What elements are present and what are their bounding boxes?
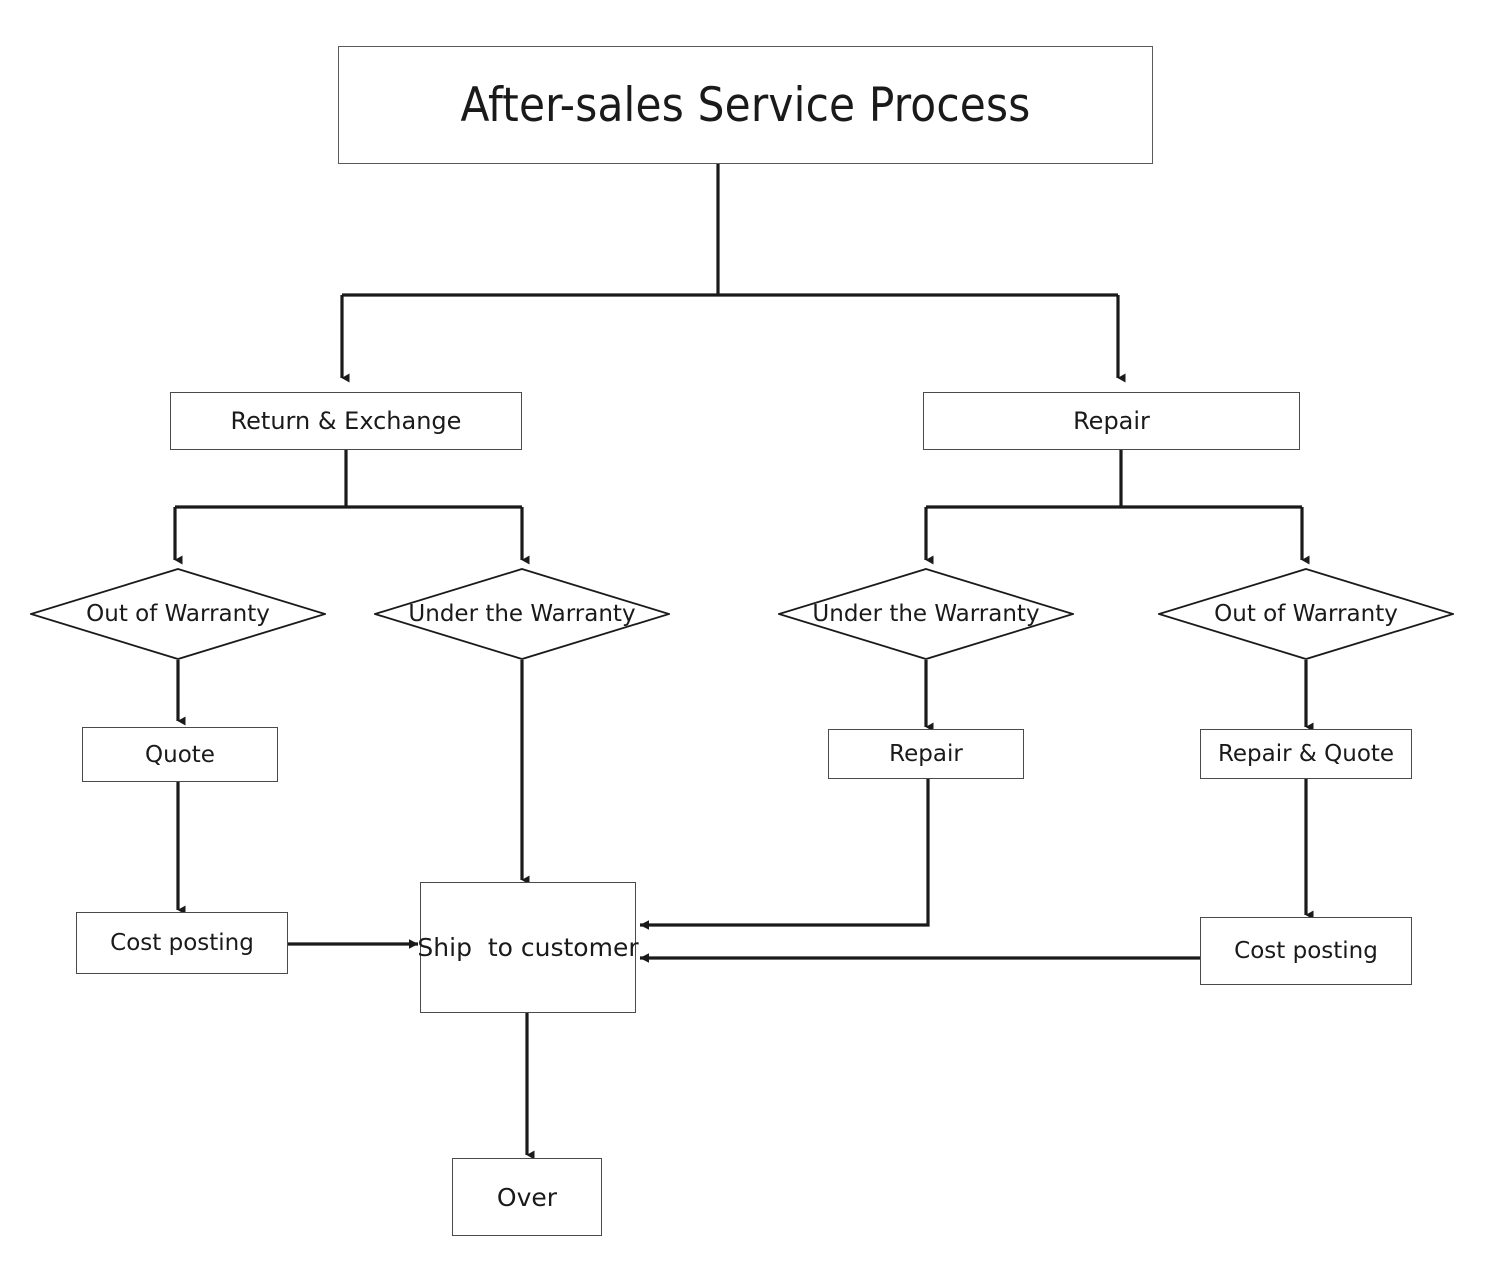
- node-rp-under-warranty[interactable]: Under the Warranty: [778, 568, 1074, 660]
- node-ship-to-customer-label: Ship to customer: [417, 933, 639, 962]
- node-rp-out-of-warranty[interactable]: Out of Warranty: [1158, 568, 1454, 660]
- node-repair-branch-label: Repair: [1073, 407, 1150, 435]
- diamond-shape: [30, 568, 326, 660]
- node-re-under-warranty[interactable]: Under the Warranty: [374, 568, 670, 660]
- node-cost-posting-right[interactable]: Cost posting: [1200, 917, 1412, 985]
- node-over-label: Over: [496, 1182, 558, 1212]
- node-over[interactable]: Over: [452, 1158, 602, 1236]
- node-rp-out-of-warranty-label: Out of Warranty: [1214, 600, 1398, 627]
- node-quote[interactable]: Quote: [82, 727, 278, 782]
- node-quote-label: Quote: [145, 741, 215, 768]
- node-repair-action[interactable]: Repair: [828, 729, 1024, 779]
- node-repair-and-quote[interactable]: Repair & Quote: [1200, 729, 1412, 779]
- diamond-shape: [778, 568, 1074, 660]
- node-cost-posting-right-label: Cost posting: [1234, 938, 1378, 964]
- node-re-under-warranty-label: Under the Warranty: [408, 600, 636, 627]
- diamond-shape: [374, 568, 670, 660]
- node-cost-posting-left[interactable]: Cost posting: [76, 912, 288, 974]
- node-cost-posting-left-label: Cost posting: [110, 930, 254, 956]
- node-title-label: After-sales Service Process: [460, 77, 1031, 133]
- node-rp-under-warranty-label: Under the Warranty: [812, 600, 1040, 627]
- node-return-exchange[interactable]: Return & Exchange: [170, 392, 522, 450]
- node-re-out-of-warranty-label: Out of Warranty: [86, 600, 270, 627]
- node-return-exchange-label: Return & Exchange: [230, 407, 462, 435]
- node-repair-branch[interactable]: Repair: [923, 392, 1300, 450]
- node-repair-and-quote-label: Repair & Quote: [1217, 741, 1395, 767]
- edge-repair-to-ship: [639, 777, 930, 930]
- node-title[interactable]: After-sales Service Process: [338, 46, 1153, 164]
- diamond-shape: [1158, 568, 1454, 660]
- node-ship-to-customer[interactable]: Ship to customer: [417, 882, 639, 1013]
- node-repair-action-label: Repair: [889, 741, 963, 767]
- node-re-out-of-warranty[interactable]: Out of Warranty: [30, 568, 326, 660]
